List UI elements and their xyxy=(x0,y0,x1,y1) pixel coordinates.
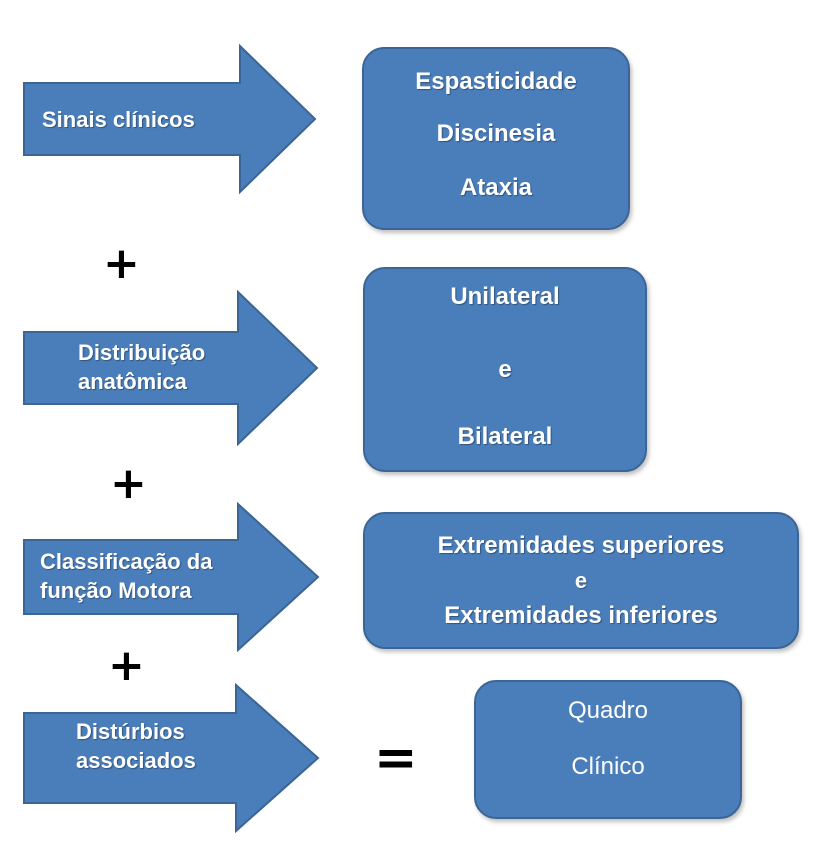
plus-sign: + xyxy=(103,238,140,289)
box-line: Ataxia xyxy=(459,174,533,201)
box-line: Unilateral xyxy=(450,283,560,310)
result-line: Clínico xyxy=(571,753,645,780)
arrow-shape xyxy=(23,289,319,447)
box-line: Bilateral xyxy=(457,423,553,450)
arrow-label: Sinais clínicos xyxy=(42,107,195,132)
box-line: Discinesia xyxy=(436,120,556,147)
arrow-distribuicao-anatomica: Distribuição anatômica xyxy=(22,289,319,447)
box-line: Extremidades superiores xyxy=(437,532,725,559)
arrow-shape xyxy=(23,501,320,653)
result-box: Quadro Clínico xyxy=(474,680,742,819)
box-line: Extremidades inferiores xyxy=(444,602,718,629)
arrow-label: Distribuição anatômica xyxy=(78,340,206,394)
arrow-sinais-clinicos: Sinais clínicos xyxy=(22,43,317,195)
arrow-label: Distúrbios associados xyxy=(76,719,196,773)
box-line: e xyxy=(574,568,588,593)
equals-sign: = xyxy=(374,728,418,788)
arrow-shape xyxy=(23,43,317,195)
result-line: Quadro xyxy=(567,697,649,724)
arrow-label: Classificação da função Motora xyxy=(40,549,213,603)
arrow-disturbios-associados: Distúrbios associados xyxy=(22,682,320,834)
arrow-shape xyxy=(23,682,320,834)
box-line: e xyxy=(498,356,512,383)
plus-sign: + xyxy=(108,640,145,691)
arrow-classificacao-funcao-motora: Classificação da função Motora xyxy=(22,501,320,653)
box-line: Espasticidade xyxy=(415,68,577,95)
plus-sign: + xyxy=(110,458,147,509)
box-sinais-clinicos: Espasticidade Discinesia Ataxia xyxy=(362,47,630,230)
box-classificacao-funcao-motora: Extremidades superiores e Extremidades i… xyxy=(363,512,799,649)
box-distribuicao-anatomica: Unilateral e Bilateral xyxy=(363,267,647,472)
